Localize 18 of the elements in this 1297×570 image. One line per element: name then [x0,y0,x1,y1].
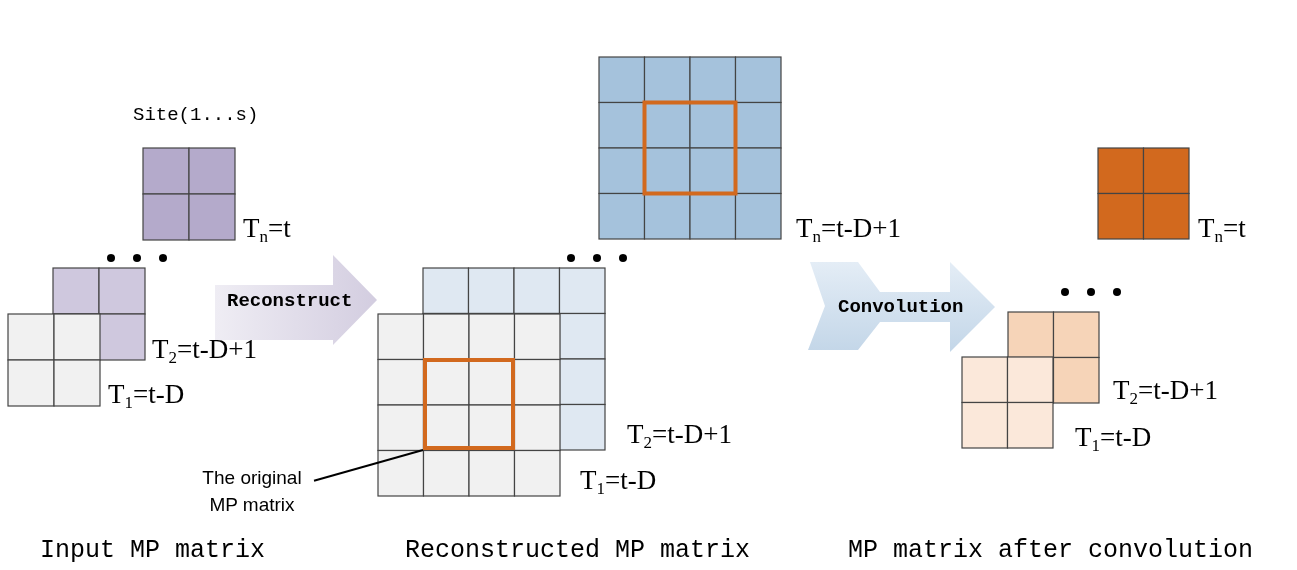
time-label: T$_{n}$=t [243,213,291,243]
time-label: T$_{n}$=t [1198,213,1246,243]
time-label: T$_{2}$=t-D+1 [1113,375,1218,405]
step-label: Reconstruct [227,289,353,313]
leader-line [313,449,424,482]
time-label: T$_{n}$=t-D+1 [796,213,901,243]
site-label: Site(1...s) [133,103,259,127]
annotation-text: The original MP matrix [190,464,314,520]
time-label: T$_{1}$=t-D [108,379,185,409]
step-label: Convolution [838,295,964,319]
time-label: T$_{2}$=t-D+1 [627,419,732,449]
panel-caption: Input MP matrix [40,536,266,566]
panel-caption: Reconstructed MP matrix [405,536,751,566]
panel-caption: MP matrix after convolution [848,536,1254,566]
time-label: T$_{1}$=t-D [1075,422,1152,452]
time-label: T$_{2}$=t-D+1 [152,334,257,364]
highlight-frame [423,358,515,450]
time-label: T$_{1}$=t-D [580,465,657,495]
